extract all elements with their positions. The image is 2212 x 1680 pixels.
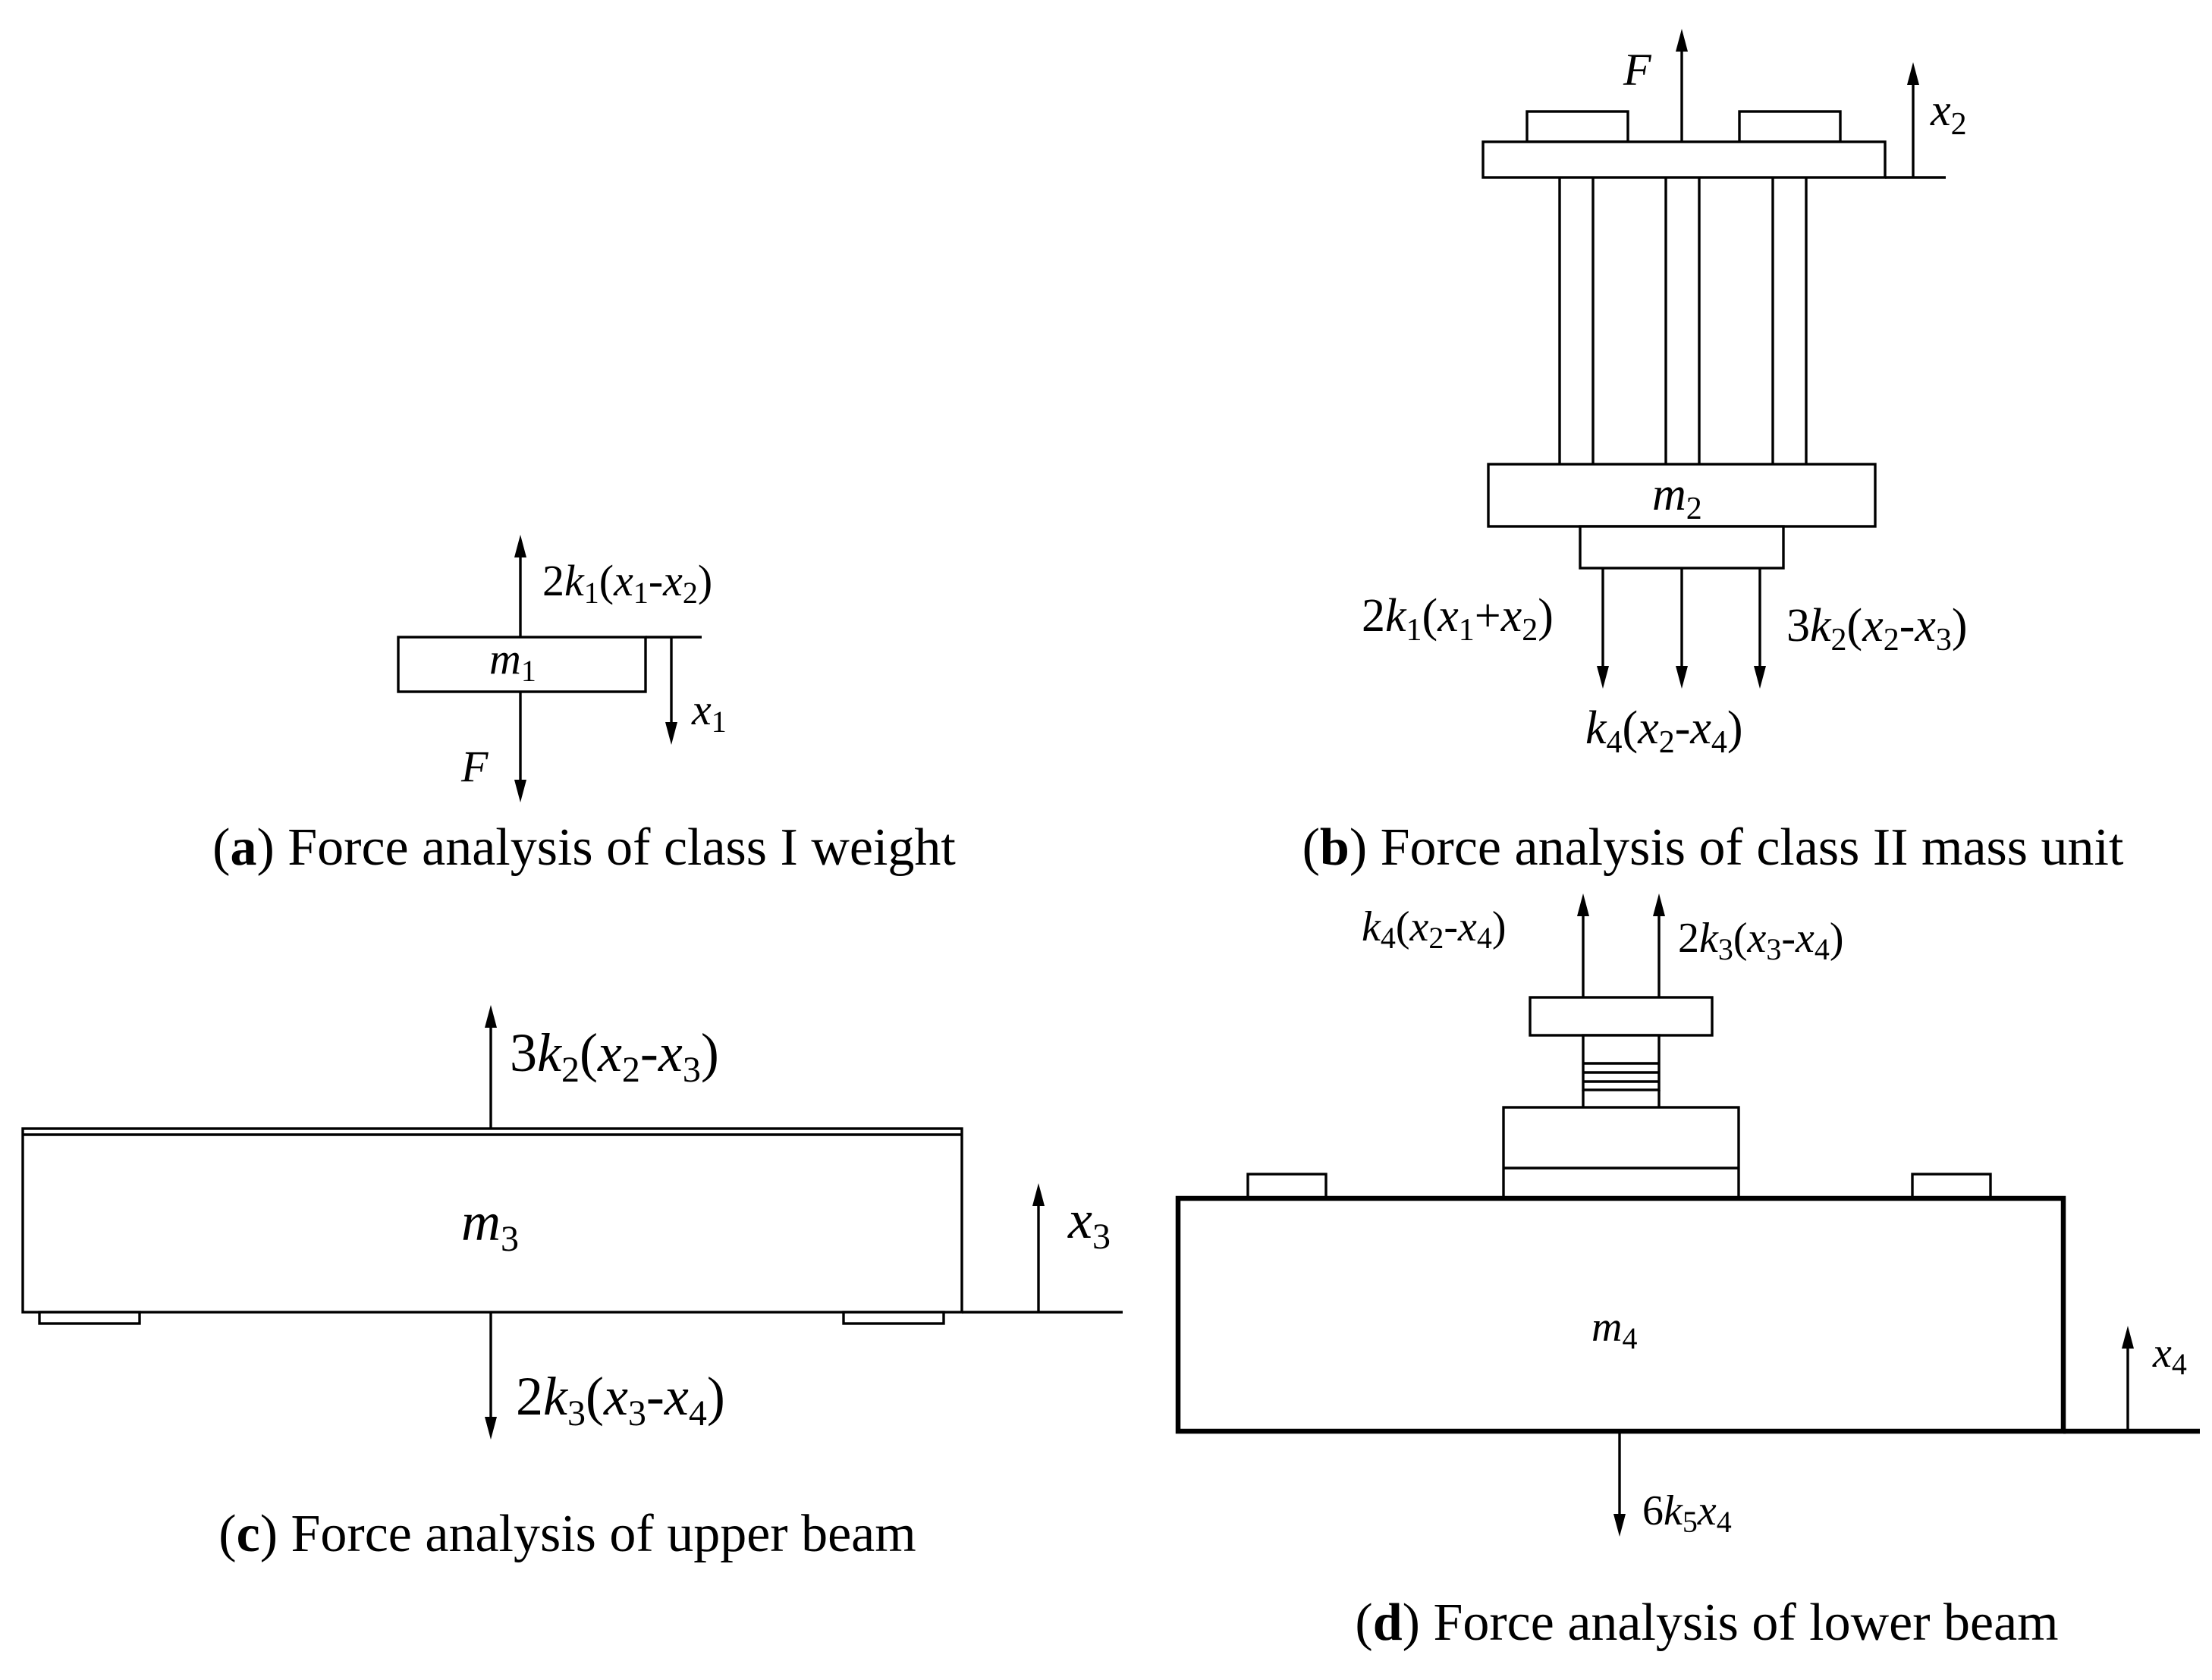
top-plate-d (1529, 996, 1714, 1037)
mass-m1-block (397, 636, 647, 693)
panel-a: m1 2k1(x1-x2) F x1 (397, 535, 727, 802)
mass-label-m2: m2 (1652, 469, 1702, 526)
force-label-k4-x2-x4-b: k4(x2-x4) (1585, 702, 1743, 760)
force-label-F-a: F (460, 742, 489, 791)
caption-a: (a) Force analysis of class I weight (212, 818, 956, 877)
mass-label-m3: m3 (461, 1192, 519, 1259)
top-tab-right-b (1738, 110, 1842, 143)
displacement-label-x1: x1 (691, 685, 727, 739)
panel-d: m4 k4(x2-x4) 2k3(x3-x4) 6k5x4 x4 (1175, 893, 2200, 1539)
caption-b: (b) Force analysis of class II mass unit (1302, 818, 2124, 877)
force-label-3k2-x2-x3-c: 3k2(x2-x3) (510, 1022, 719, 1090)
force-label-2k3-x3-x4-c: 2k3(x3-x4) (516, 1366, 725, 1433)
force-label-2k1-x1-x2: 2k1(x1-x2) (542, 556, 712, 610)
displacement-label-x3: x3 (1067, 1189, 1111, 1257)
force-label-F-b: F (1623, 45, 1652, 95)
mass-m2-block (1487, 463, 1877, 528)
mass-label-m4: m4 (1591, 1304, 1637, 1355)
caption-c: (c) Force analysis of upper beam (218, 1505, 916, 1563)
tab-right-d (1911, 1173, 1992, 1200)
top-plate-b (1481, 140, 1887, 179)
force-label-2k1-x1-plus-x2: 2k1(x1+x2) (1362, 590, 1554, 648)
support-rods-b (1558, 177, 1808, 464)
seat-d (1502, 1106, 1740, 1200)
displacement-label-x4: x4 (2152, 1330, 2187, 1381)
force-label-3k2-x2-x3-b: 3k2(x2-x3) (1786, 600, 1968, 658)
caption-d: (d) Force analysis of lower beam (1355, 1594, 2058, 1652)
tab-left-d (1246, 1173, 1328, 1200)
force-label-k4-x2-x4-d: k4(x2-x4) (1362, 903, 1507, 955)
panel-c: m3 3k2(x2-x3) 2k3(x3-x4) x3 (21, 1005, 1123, 1440)
foot-left-c (38, 1311, 141, 1325)
force-label-2k3-x3-x4-d: 2k3(x3-x4) (1678, 915, 1844, 966)
mass-label-m1: m1 (489, 634, 536, 688)
top-tab-left-b (1525, 110, 1629, 143)
panel-b: F x2 m2 2k1(x1+x2) 3k2(x2-x3) k4(x2-x4) (1362, 29, 1968, 760)
displacement-label-x2: x2 (1930, 85, 1967, 142)
mass-m3-block (21, 1127, 963, 1314)
foot-right-c (842, 1311, 945, 1325)
lower-plate-b (1579, 525, 1785, 570)
force-label-6k5x4: 6k5x4 (1642, 1487, 1732, 1539)
mass-m4-block (1175, 1195, 2066, 1434)
